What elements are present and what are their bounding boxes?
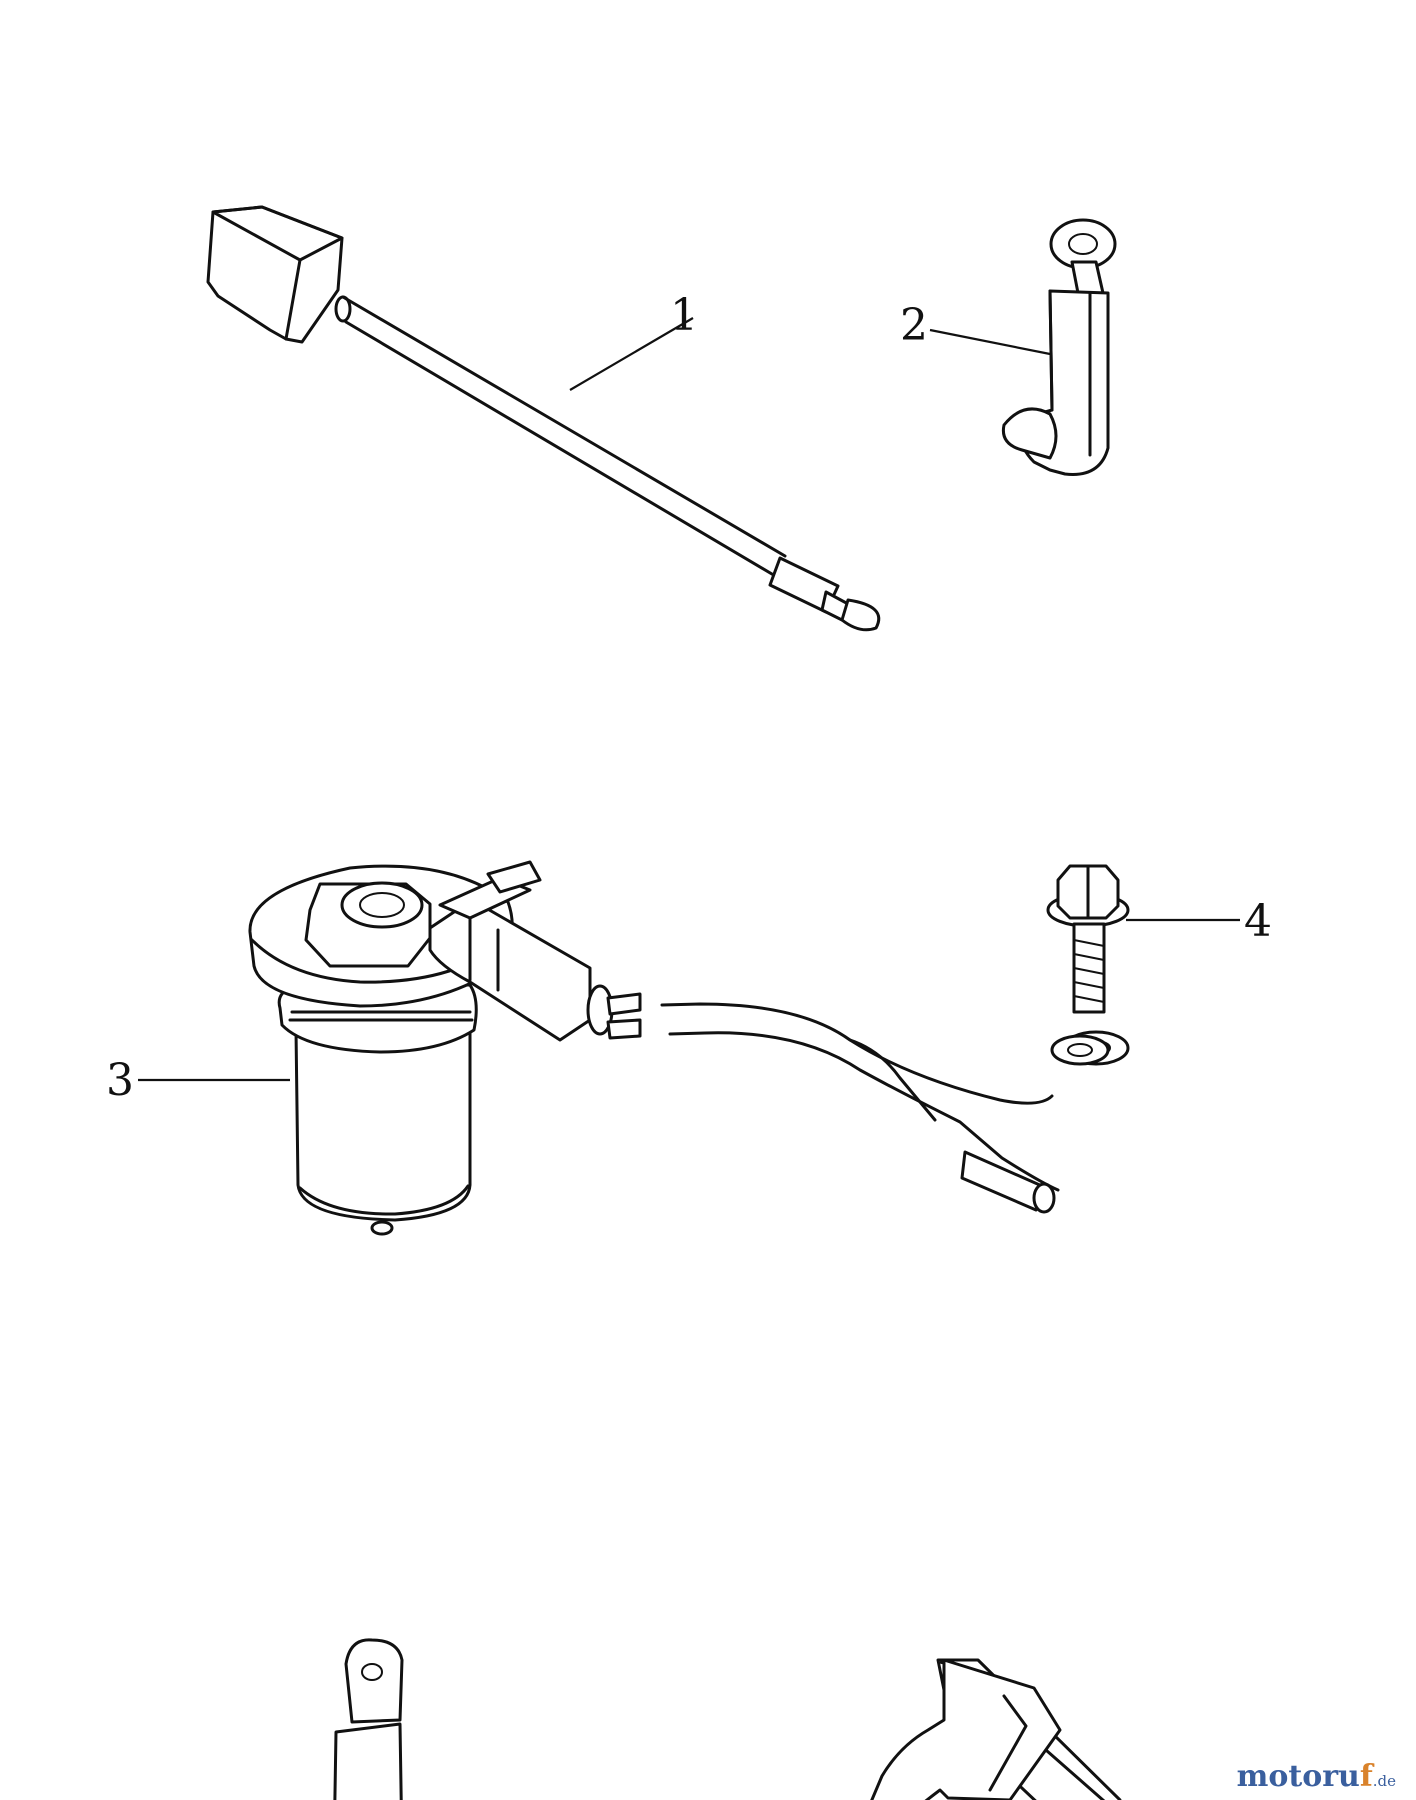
part-4-bolt xyxy=(1046,864,1130,1014)
part-1-dipstick xyxy=(206,205,881,632)
watermark-brand-accent: f xyxy=(1359,1759,1373,1794)
leader-2 xyxy=(929,328,1051,356)
watermark-brand-main: motoru xyxy=(1236,1759,1360,1794)
callout-4: 4 xyxy=(1244,896,1272,947)
leader-1 xyxy=(569,317,694,391)
part-2-clamp xyxy=(1001,218,1117,476)
callout-2: 2 xyxy=(900,300,928,351)
callout-1: 1 xyxy=(670,290,698,341)
part-3-solenoid xyxy=(248,860,1130,1236)
part-5-clamp xyxy=(333,1638,404,1800)
callout-3: 3 xyxy=(106,1055,134,1106)
watermark-brand-tld: .de xyxy=(1372,1772,1396,1790)
brand-watermark: motoruf.de xyxy=(1237,1759,1396,1794)
part-6-bracket xyxy=(870,1658,1122,1800)
